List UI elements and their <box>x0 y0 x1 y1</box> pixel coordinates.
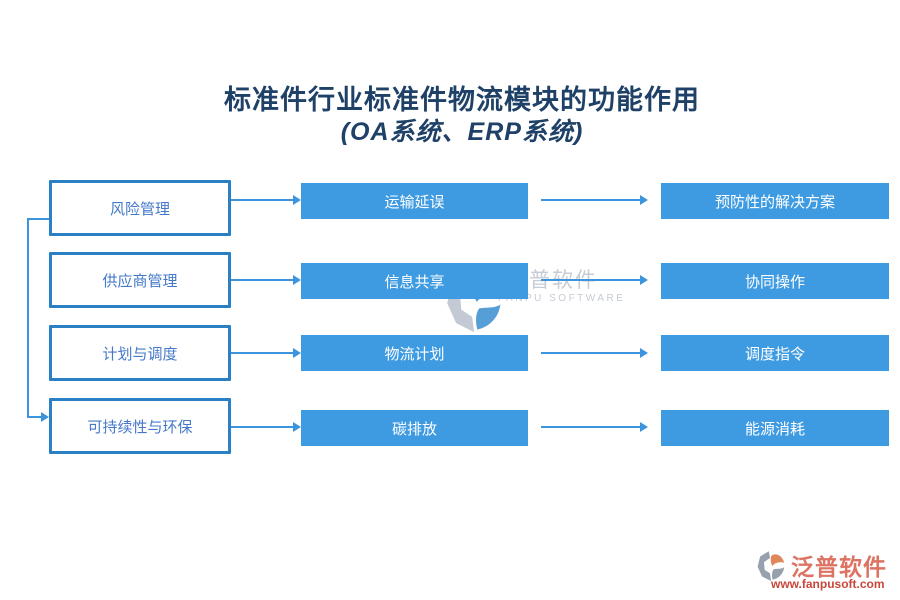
factor-box-transport-delay: 运输延误 <box>301 183 528 219</box>
brand-name: 泛普软件 <box>791 554 887 580</box>
side-link-top-segment <box>27 218 49 220</box>
outcome-box-collaboration: 协同操作 <box>661 263 889 299</box>
side-link-vertical-segment <box>27 218 29 418</box>
watermark-name-en: FANPU SOFTWARE <box>498 293 626 304</box>
factor-label: 物流计划 <box>384 345 445 363</box>
factor-label: 信息共享 <box>384 273 445 291</box>
outcome-label: 能源消耗 <box>744 420 805 438</box>
category-label: 供应商管理 <box>102 272 178 290</box>
page-title: 标准件行业标准件物流模块的功能作用 <box>224 85 700 115</box>
factor-label: 运输延误 <box>384 193 445 211</box>
factor-box-logistics-plan: 物流计划 <box>301 335 528 371</box>
category-box-sustainability: 可持续性与环保 <box>49 398 231 454</box>
arrow-row1-left-icon <box>231 195 301 205</box>
arrow-row2-right-icon <box>541 275 648 285</box>
arrow-row1-right-icon <box>541 195 648 205</box>
category-box-supplier-management: 供应商管理 <box>49 252 231 308</box>
category-box-planning-scheduling: 计划与调度 <box>49 325 231 381</box>
arrow-row3-right-icon <box>541 348 648 358</box>
category-label: 计划与调度 <box>102 345 178 363</box>
category-label: 风险管理 <box>109 200 170 218</box>
arrow-row3-left-icon <box>231 348 301 358</box>
side-link-arrow-icon <box>27 412 49 422</box>
outcome-box-preventive-solutions: 预防性的解决方案 <box>661 183 889 219</box>
arrow-row4-left-icon <box>231 422 301 432</box>
outcome-label: 调度指令 <box>744 345 805 363</box>
factor-box-carbon-emissions: 碳排放 <box>301 410 528 446</box>
brand-website: www.fanpusoft.com <box>771 577 885 591</box>
outcome-label: 协同操作 <box>744 273 805 291</box>
brand-logo-icon <box>757 551 785 582</box>
category-box-risk-management: 风险管理 <box>49 180 231 236</box>
page-subtitle: (OA系统、ERP系统) <box>340 118 584 146</box>
factor-label: 碳排放 <box>391 420 437 438</box>
factor-box-information-sharing: 信息共享 <box>301 263 528 299</box>
outcome-box-energy-consumption: 能源消耗 <box>661 410 889 446</box>
outcome-box-dispatch-orders: 调度指令 <box>661 335 889 371</box>
arrow-row4-right-icon <box>541 422 648 432</box>
category-label: 可持续性与环保 <box>87 418 193 436</box>
arrow-row2-left-icon <box>231 275 301 285</box>
outcome-label: 预防性的解决方案 <box>714 193 835 211</box>
